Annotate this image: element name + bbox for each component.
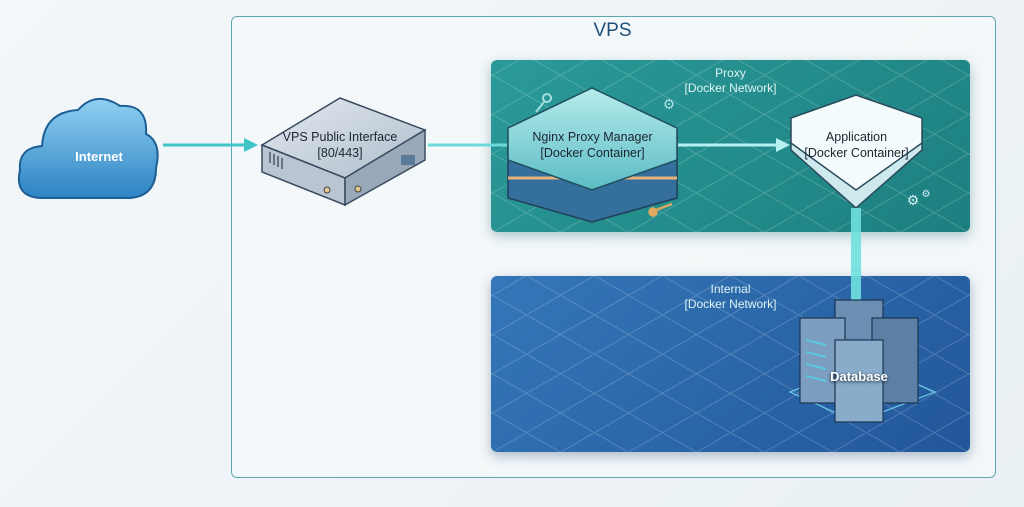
server-icon [260, 97, 427, 207]
gears-icon: ⚙ [907, 192, 920, 208]
nginx-label: Nginx Proxy Manager [Docker Container] [508, 129, 677, 161]
nginx-type: [Docker Container] [540, 146, 645, 160]
nginx-container-icon [507, 87, 678, 223]
arrow-nginx-to-application [678, 138, 790, 152]
cloud-icon [18, 98, 159, 199]
proxy-network-type: [Docker Network] [684, 81, 777, 95]
app-to-database-link [851, 208, 861, 300]
vps-title: VPS [593, 20, 632, 41]
internet-label: Internet [75, 149, 123, 164]
database-label: Database [830, 369, 888, 384]
internal-network-type: [Docker Network] [684, 297, 777, 311]
proxy-network-label: Proxy [Docker Network] [491, 66, 970, 96]
application-label: Application [Docker Container] [791, 129, 922, 161]
application-title: Application [825, 130, 888, 144]
internal-network-label: Internal [Docker Network] [491, 282, 970, 312]
gold-key-icon [648, 202, 673, 217]
database-servers-icon [788, 299, 937, 423]
application-type: [Docker Container] [804, 146, 909, 160]
public-interface-ports: [80/443] [317, 146, 363, 160]
nginx-title: Nginx Proxy Manager [532, 130, 653, 144]
internal-network-name: Internal [710, 282, 751, 296]
public-interface-title: VPS Public Interface [282, 130, 398, 144]
key-icon [535, 93, 552, 113]
proxy-network-name: Proxy [715, 66, 746, 80]
small-gear-icon: ⚙ [922, 189, 931, 200]
public-interface-label: VPS Public Interface [80/443] [255, 129, 425, 161]
gear-icon: ⚙ [663, 96, 676, 112]
arrow-internet-to-interface [163, 138, 258, 152]
application-container-icon [790, 94, 923, 210]
